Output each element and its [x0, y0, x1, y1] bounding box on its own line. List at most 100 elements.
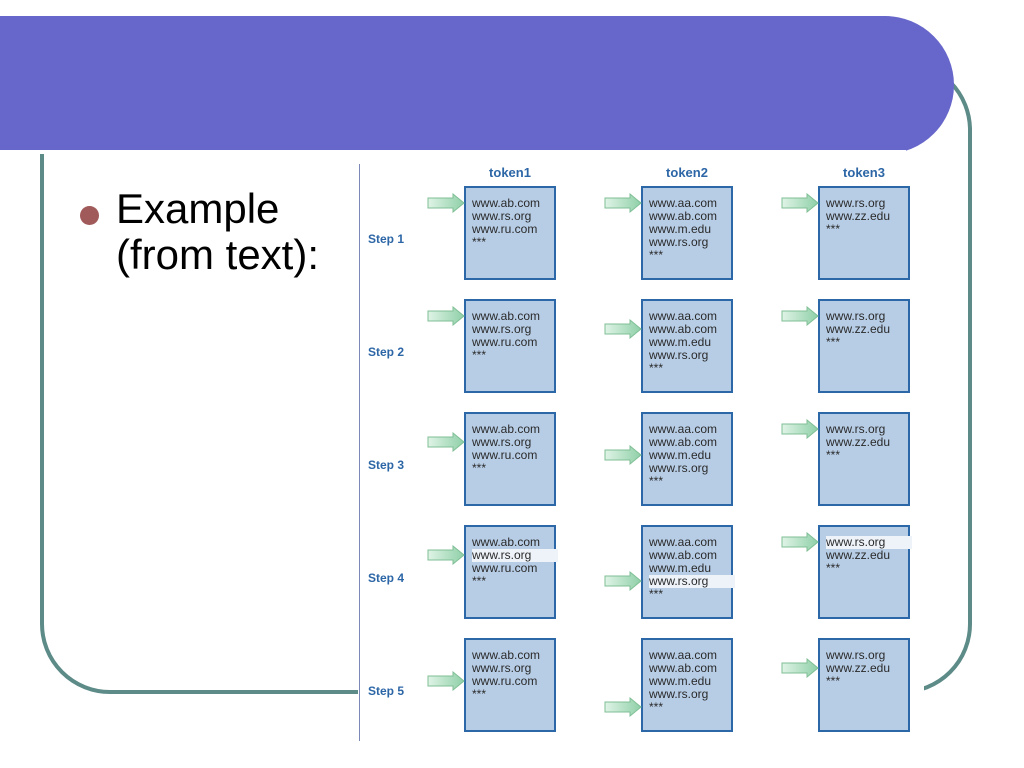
posting-entry: ***: [472, 687, 487, 701]
posting-entry: www.rs.org: [649, 461, 709, 475]
posting-entry: www.ab.com: [472, 309, 541, 323]
posting-entry: www.rs.org: [649, 348, 709, 362]
posting-entry: ***: [649, 700, 664, 714]
bullet-icon: [80, 206, 99, 225]
posting-entry: www.ab.com: [472, 422, 541, 436]
posting-entry: ***: [826, 674, 841, 688]
posting-entry: www.rs.org: [649, 235, 709, 249]
posting-entry: www.ru.com: [472, 335, 538, 349]
pointer-arrow-icon: [604, 697, 642, 717]
posting-entry: www.rs.org: [472, 435, 532, 449]
posting-entry: ***: [649, 474, 664, 488]
posting-entry: www.zz.edu: [826, 548, 891, 562]
bullet-text-line1: Example: [116, 185, 280, 232]
posting-entry: www.m.edu: [649, 222, 712, 236]
pointer-arrow-icon: [781, 306, 819, 326]
pointer-arrow-icon: [427, 432, 465, 452]
posting-entry: www.ru.com: [472, 222, 538, 236]
posting-entry: www.ru.com: [472, 448, 538, 462]
posting-entry: www.ab.com: [649, 322, 718, 336]
pointer-arrow-icon: [781, 419, 819, 439]
posting-entry: www.rs.org: [826, 309, 886, 323]
posting-entry: ***: [649, 248, 664, 262]
step-label-2: Step 2: [368, 345, 405, 359]
posting-entry: www.rs.org: [649, 687, 709, 701]
posting-entry: www.ru.com: [472, 561, 538, 575]
posting-entry: www.m.edu: [649, 335, 712, 349]
posting-entry: www.zz.edu: [826, 435, 891, 449]
posting-entry: www.ab.com: [649, 548, 718, 562]
posting-entry: ***: [472, 574, 487, 588]
pointer-arrow-icon: [781, 193, 819, 213]
token-header-3: token3: [843, 165, 885, 180]
posting-entry: www.rs.org: [472, 209, 532, 223]
posting-entry: www.aa.com: [649, 422, 718, 436]
posting-entry: ***: [649, 361, 664, 375]
pointer-arrow-icon: [604, 319, 642, 339]
posting-entry: www.m.edu: [649, 674, 712, 688]
title-banner: [0, 16, 954, 154]
bullet-text-line2: (from text):: [116, 231, 320, 278]
posting-entry: ***: [826, 222, 841, 236]
step-label-1: Step 1: [368, 232, 405, 246]
posting-entry: ***: [649, 587, 664, 601]
posting-entry: www.rs.org: [826, 422, 886, 436]
step-label-4: Step 4: [368, 571, 405, 585]
pointer-arrow-icon: [604, 445, 642, 465]
posting-entry: www.rs.org: [472, 661, 532, 675]
posting-entry: www.ab.com: [472, 648, 541, 662]
posting-entry: www.rs.org: [472, 322, 532, 336]
token-header-1: token1: [489, 165, 531, 180]
posting-entry: www.aa.com: [649, 535, 718, 549]
posting-entry: www.ab.com: [649, 209, 718, 223]
pointer-arrow-icon: [781, 532, 819, 552]
pointer-arrow-icon: [604, 193, 642, 213]
posting-entry: www.rs.org: [472, 549, 558, 562]
posting-entry: www.ab.com: [472, 535, 541, 549]
posting-entry: www.rs.org: [826, 648, 886, 662]
posting-entry: www.m.edu: [649, 561, 712, 575]
posting-entry: ***: [472, 348, 487, 362]
posting-entry: ***: [826, 335, 841, 349]
posting-entry: www.aa.com: [649, 309, 718, 323]
step-label-5: Step 5: [368, 684, 405, 698]
posting-entry: www.rs.org: [826, 536, 912, 549]
pointer-arrow-icon: [427, 671, 465, 691]
posting-entry: ***: [826, 448, 841, 462]
pointer-arrow-icon: [781, 658, 819, 678]
posting-entry: www.rs.org: [826, 196, 886, 210]
pointer-arrow-icon: [604, 571, 642, 591]
posting-entry: www.zz.edu: [826, 209, 891, 223]
pointer-arrow-icon: [427, 545, 465, 565]
bullet-text: Example (from text):: [116, 186, 319, 278]
posting-entry: ***: [472, 235, 487, 249]
banner-underline: [0, 150, 906, 154]
posting-entry: www.rs.org: [649, 575, 735, 588]
pointer-arrow-icon: [427, 193, 465, 213]
posting-entry: www.zz.edu: [826, 322, 891, 336]
posting-entry: www.aa.com: [649, 648, 718, 662]
posting-entry: www.ab.com: [649, 661, 718, 675]
posting-entry: www.m.edu: [649, 448, 712, 462]
posting-entry: www.ab.com: [649, 435, 718, 449]
posting-entry: www.aa.com: [649, 196, 718, 210]
posting-entry: ***: [472, 461, 487, 475]
posting-entry: www.ru.com: [472, 674, 538, 688]
pointer-arrow-icon: [427, 306, 465, 326]
step-label-3: Step 3: [368, 458, 405, 472]
